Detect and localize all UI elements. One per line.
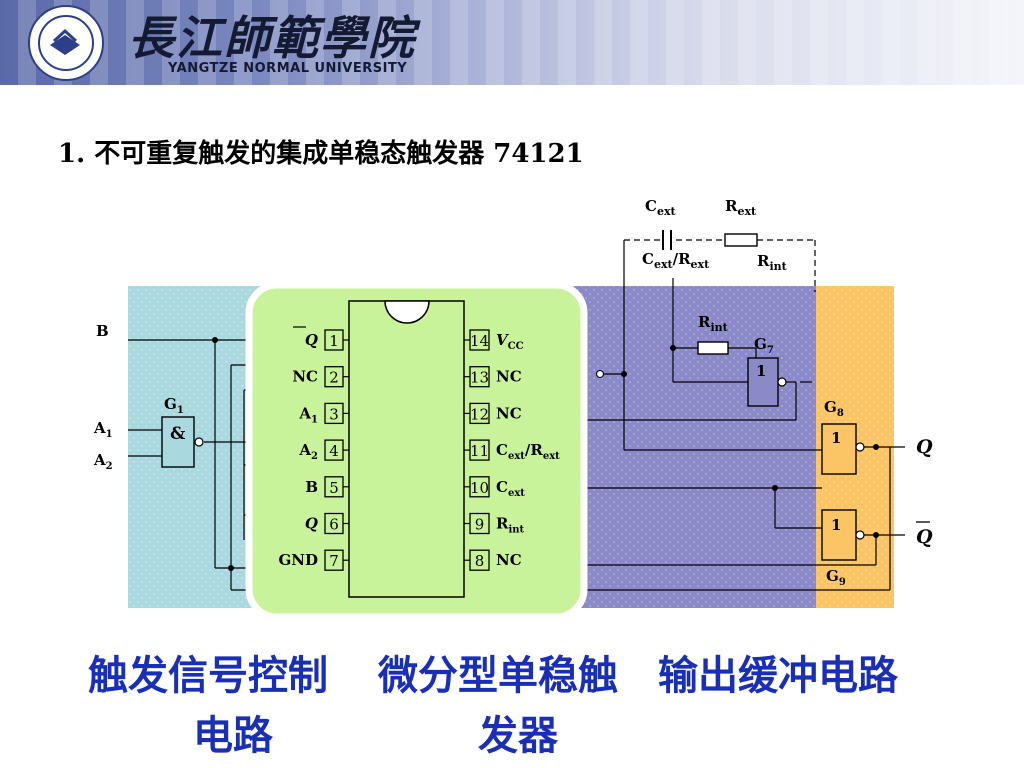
ic-pin-box xyxy=(324,402,344,425)
ic-pin-box xyxy=(469,476,490,498)
ic-pin-number: 11 xyxy=(470,442,489,460)
ic-pin-label: Rint xyxy=(496,515,525,536)
slide-title: 1. 不可重复触发的集成单稳态触发器 74121 xyxy=(58,139,584,169)
junction-dot xyxy=(772,485,778,491)
label-cext-rext: Cext/Rext xyxy=(642,250,710,271)
monostable-region-dots xyxy=(560,286,816,608)
ic-pin-label: GND xyxy=(278,551,318,569)
label-rint-inner: Rint xyxy=(698,313,729,334)
ic-body xyxy=(348,300,465,598)
input-label-a1: A1 xyxy=(93,419,113,440)
ic-pin-label: A1 xyxy=(298,404,318,425)
ic-pin-box xyxy=(469,366,490,388)
label-rint-top: Rint xyxy=(757,252,788,273)
ic-pin-box xyxy=(324,549,344,571)
input-label-b: B xyxy=(96,322,109,340)
gate-g7-body xyxy=(747,357,779,407)
label-cext: Cext xyxy=(645,197,677,218)
junction-hollow xyxy=(595,369,605,379)
gate-g8-bubble xyxy=(855,442,865,452)
junction-dot xyxy=(621,371,627,377)
ic-pin-label: NC xyxy=(496,551,522,569)
seal-inner-ring xyxy=(38,15,94,71)
external-dashed-wire xyxy=(624,239,816,292)
ic-notch xyxy=(384,300,430,324)
caption-trigger-line2: 电路 xyxy=(193,713,273,759)
gate-g1-bubble xyxy=(194,437,204,447)
university-name-en: YANGTZE NORMAL UNIVERSITY xyxy=(168,61,408,76)
ic-pin-box xyxy=(469,549,490,571)
ic-pin-number: 12 xyxy=(470,405,489,423)
header-banner: 長江師範學院 YANGTZE NORMAL UNIVERSITY xyxy=(0,0,1024,85)
ic-pin-number: 6 xyxy=(329,516,339,534)
junction-dot xyxy=(228,565,234,571)
ic-pin-label: NC xyxy=(496,368,522,386)
ic-pin-number: 8 xyxy=(475,552,485,570)
ic-pin-number: 4 xyxy=(329,442,339,460)
gate-g8-symbol: 1 xyxy=(831,429,841,447)
caption-monostable-line2: 发器 xyxy=(478,713,558,759)
output-q-label: Q xyxy=(916,436,933,458)
ic-pin-box xyxy=(469,329,490,351)
gate-g1-symbol: & xyxy=(170,424,186,444)
university-name-cn: 長江師範學院 xyxy=(128,11,416,65)
ic-pin-number: 10 xyxy=(470,479,489,497)
ic-pin-box xyxy=(469,512,490,535)
ic-pin-label: Q xyxy=(305,331,318,349)
junction-dot xyxy=(873,444,879,450)
ic-pin-box xyxy=(324,512,344,535)
gate-g9-label: G9 xyxy=(826,567,846,588)
monostable-wires xyxy=(585,240,905,591)
gate-g1-body xyxy=(161,416,195,468)
ic-pin-number: 2 xyxy=(329,369,339,387)
university-seal-icon xyxy=(28,5,104,81)
ic-pin-box xyxy=(469,439,490,461)
junction-dot xyxy=(670,345,676,351)
gate-g7-label: G7 xyxy=(754,335,774,356)
input-label-a2: A2 xyxy=(93,451,113,472)
caption-trigger-line1: 触发信号控制 xyxy=(88,653,328,699)
ic-pin-label: Q xyxy=(305,515,318,533)
ic-pin-number: 13 xyxy=(470,369,489,387)
ic-pin-number: 9 xyxy=(475,516,485,534)
ic-pin-label: NC xyxy=(292,368,318,386)
output-qbar-label: Q xyxy=(916,526,933,548)
ic-pin-number: 1 xyxy=(329,332,339,350)
header-stripes xyxy=(0,0,1024,85)
ic-pin-label: Cext xyxy=(496,478,525,499)
gate-g7-bubble xyxy=(777,377,787,387)
ic-pin-number: 3 xyxy=(329,405,339,423)
resistor-rint-icon xyxy=(697,341,729,355)
ic-pin-number: 14 xyxy=(470,332,489,350)
ic-pin-label: A2 xyxy=(298,441,318,462)
gate-g9-symbol: 1 xyxy=(831,516,841,534)
ic-pin-box xyxy=(324,439,344,461)
ic-pin-number: 7 xyxy=(329,552,339,570)
gate-g7-symbol: 1 xyxy=(756,362,766,380)
seal-book-icon xyxy=(50,28,80,55)
gate-g1-label: G1 xyxy=(164,395,184,416)
caption-output-line1: 输出缓冲电路 xyxy=(658,653,898,699)
gate-g9-bubble xyxy=(855,530,865,540)
ic-pin-box xyxy=(324,329,344,351)
ic-pin-box xyxy=(469,402,490,425)
ic-pin-label: VCC xyxy=(496,331,524,352)
label-rext: Rext xyxy=(725,197,757,218)
capacitor-cext-icon xyxy=(662,230,672,250)
ic-pin-label: Cext/Rext xyxy=(496,441,560,462)
ic-pin-label: NC xyxy=(496,404,522,422)
ic-pin-box xyxy=(324,366,344,388)
resistor-rext-icon xyxy=(724,233,758,247)
junction-dot xyxy=(873,532,879,538)
caption-monostable-line1: 微分型单稳触 xyxy=(378,653,618,699)
ic-pin-number: 5 xyxy=(329,479,339,497)
gate-g8-label: G8 xyxy=(824,398,844,419)
ic-pin-box xyxy=(324,476,344,498)
junction-dot xyxy=(212,337,218,343)
ic-pin-label: B xyxy=(305,478,318,496)
